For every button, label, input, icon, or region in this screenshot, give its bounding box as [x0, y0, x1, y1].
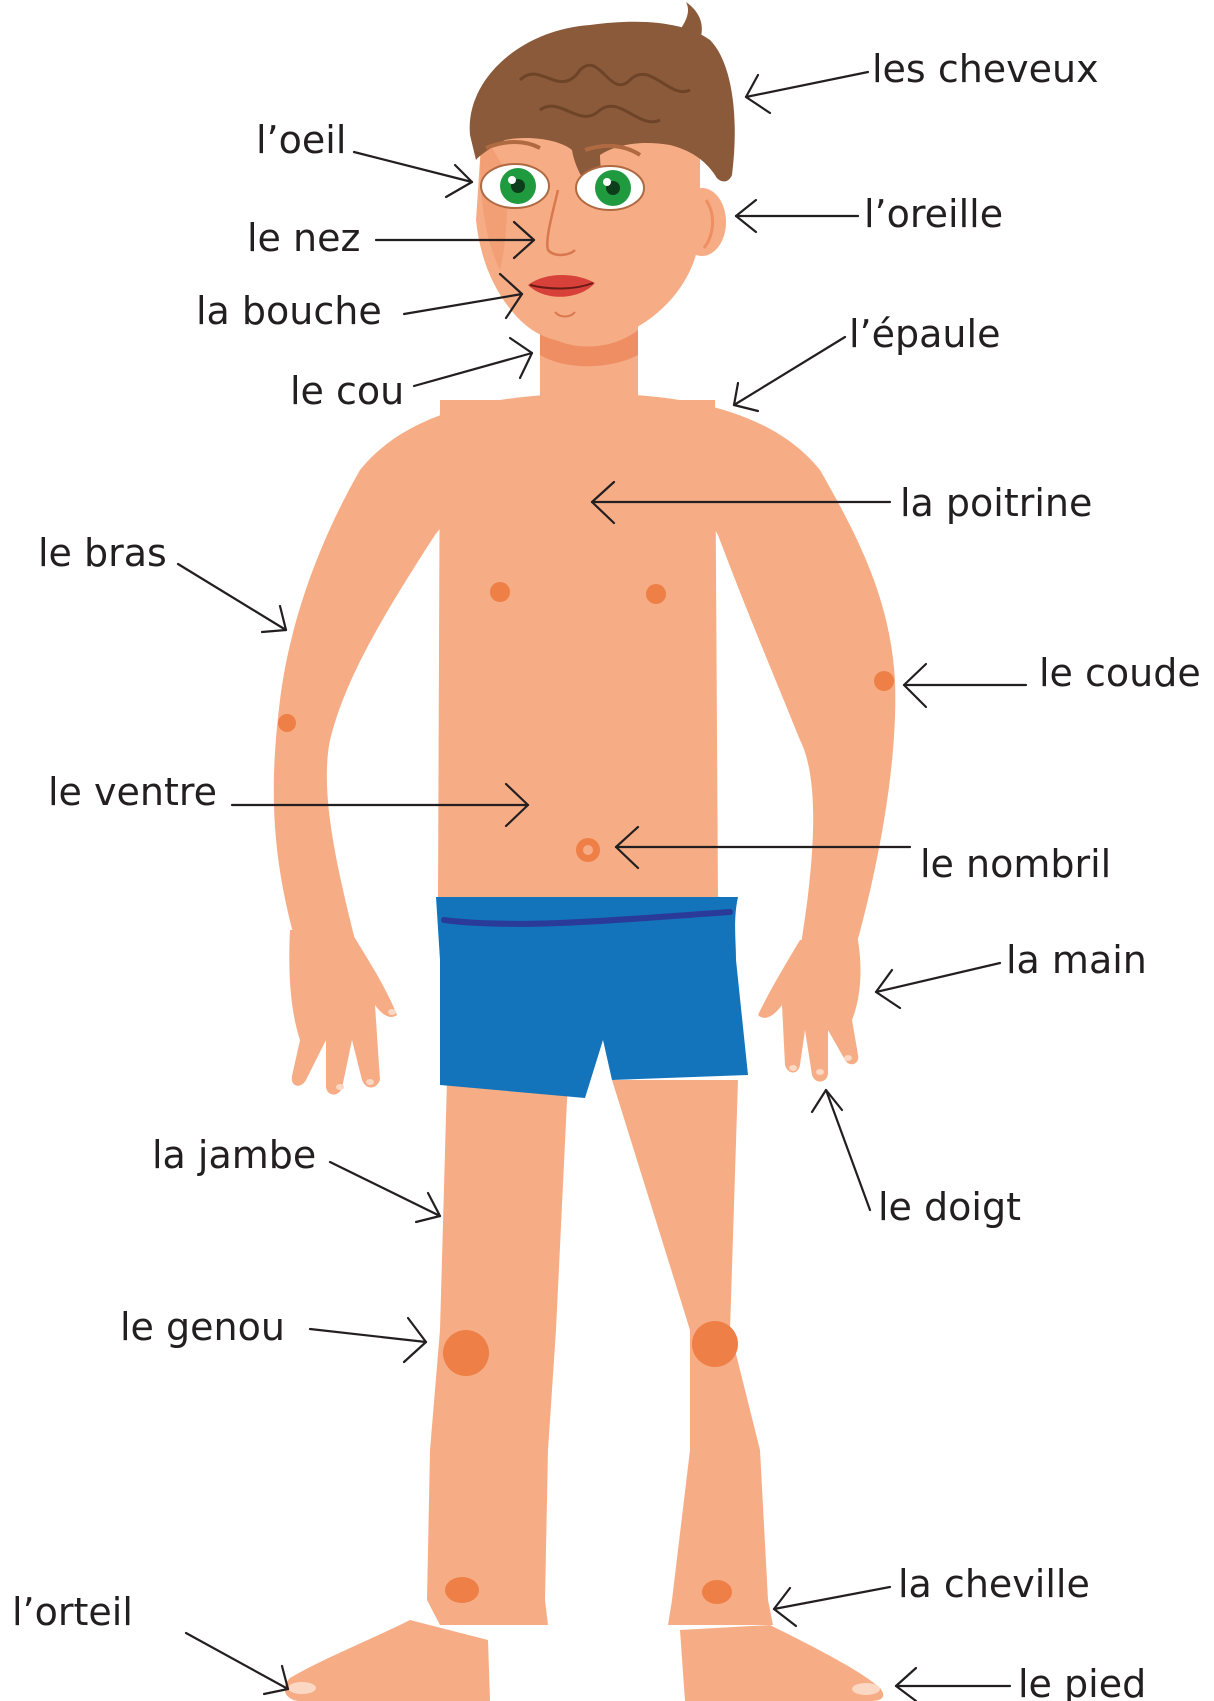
label-le-bras: le bras [38, 531, 167, 575]
boy-figure [274, 2, 896, 1701]
left-ankle-spot [445, 1577, 479, 1603]
label-la-main: la main [1006, 938, 1147, 982]
label-la-poitrine: la poitrine [900, 481, 1092, 525]
arrow-les-cheveux [746, 72, 868, 113]
navel-inner [583, 845, 593, 855]
arrow-la-cheville [774, 1587, 890, 1626]
label-le-coude: le coude [1039, 651, 1201, 695]
right-knee [692, 1321, 738, 1367]
left-eye-glint [508, 176, 516, 184]
label-l-oeil: l’oeil [256, 118, 346, 162]
left-big-toenail [288, 1682, 316, 1694]
left-elbow-spot [278, 714, 296, 732]
arrow-l-epaule [734, 337, 845, 411]
swim-shorts [436, 897, 748, 1098]
arrow-le-pied [896, 1668, 1010, 1701]
right-leg [612, 1080, 773, 1625]
right-eye-glint [603, 178, 611, 186]
arrow-la-jambe [330, 1162, 440, 1222]
arrow-le-genou [310, 1318, 426, 1362]
label-le-nez: le nez [247, 216, 360, 260]
right-elbow-spot [874, 671, 894, 691]
right-nipple [646, 584, 666, 604]
label-le-cou: le cou [290, 369, 404, 413]
arrow-l-orteil [186, 1633, 288, 1694]
label-la-bouche: la bouche [196, 289, 382, 333]
ear [678, 188, 726, 256]
right-fingernail [844, 1055, 852, 1061]
right-big-toenail [852, 1683, 880, 1695]
label-l-epaule: l’épaule [849, 312, 1000, 356]
right-fingernail [816, 1069, 824, 1075]
right-fingernail [789, 1065, 797, 1071]
label-la-cheville: la cheville [898, 1562, 1090, 1606]
label-le-doigt: le doigt [878, 1185, 1021, 1229]
arrow-le-coude [904, 664, 1026, 707]
arrow-le-doigt [812, 1090, 870, 1210]
arrow-le-bras [178, 564, 286, 632]
arrow-la-main [876, 963, 1000, 1008]
label-le-ventre: le ventre [48, 770, 217, 814]
label-l-orteil: l’orteil [12, 1590, 133, 1634]
left-fingernail [336, 1084, 344, 1090]
left-knee [443, 1330, 489, 1376]
arrow-l-oreille [736, 200, 858, 232]
arrow-le-cou [414, 338, 532, 386]
label-l-oreille: l’oreille [864, 192, 1003, 236]
label-le-genou: le genou [120, 1305, 285, 1349]
left-nipple [490, 582, 510, 602]
label-la-jambe: la jambe [152, 1133, 316, 1177]
label-le-pied: le pied [1018, 1662, 1146, 1701]
label-le-nombril: le nombril [920, 842, 1111, 886]
arrow-l-oeil [354, 152, 472, 197]
label-les-cheveux: les cheveux [872, 47, 1099, 91]
left-fingernail [366, 1079, 374, 1085]
left-fingernail [388, 1009, 396, 1015]
right-ankle-spot [702, 1580, 732, 1604]
right-hand [758, 940, 860, 1082]
left-hand [289, 930, 397, 1095]
